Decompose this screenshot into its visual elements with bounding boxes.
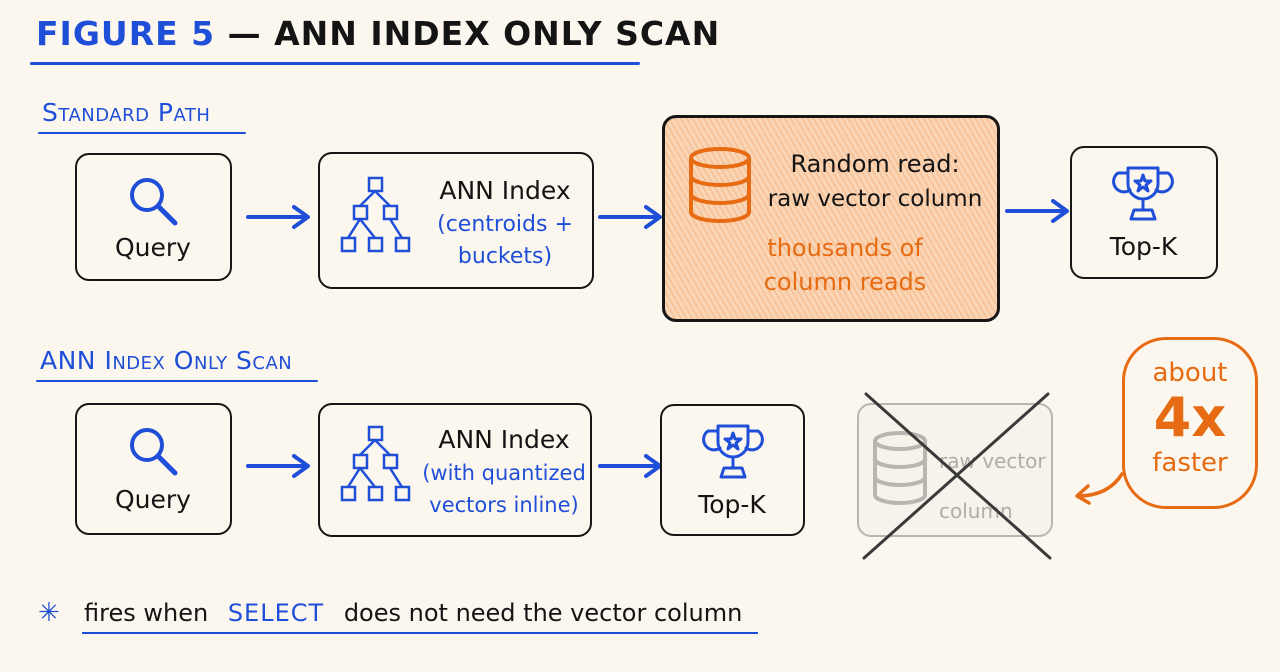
query-label: Query [115, 485, 191, 514]
footer-note: fires when SELECT does not need the vect… [84, 599, 742, 627]
arrow-icon [1005, 199, 1075, 223]
query-box-index-only: Query [75, 403, 232, 535]
footer-post: does not need the vector column [343, 599, 743, 627]
ann-index-sub-2: buckets) [457, 244, 553, 269]
footer-keyword: SELECT [227, 599, 325, 627]
arrow-icon [598, 205, 668, 229]
badge-big: 4x [1153, 386, 1227, 449]
arrow-icon [246, 454, 316, 478]
ann-index-box-standard: ANN Index (centroids + buckets) [318, 152, 594, 289]
badge-line-2: faster [1152, 448, 1228, 478]
footer-pre: fires when [84, 599, 209, 627]
tree-icon [340, 425, 412, 507]
footer-star-icon: ✳ [38, 598, 60, 628]
random-read-note-2: column reads [763, 268, 927, 296]
search-icon [125, 173, 183, 231]
topk-label: Top-K [698, 490, 766, 519]
ann-index-box-index-only: ANN Index (with quantized vectors inline… [318, 403, 592, 537]
arrow-icon [246, 205, 316, 229]
ann-index-sub-2: vectors inline) [429, 493, 579, 517]
query-box-standard: Query [75, 153, 232, 281]
topk-box-index-only: Top-K [660, 404, 805, 536]
random-read-note-1: thousands of [767, 234, 923, 262]
speedup-badge: about 4x faster [1122, 337, 1258, 509]
section-underline-standard [38, 132, 246, 134]
tree-icon [340, 176, 412, 258]
section-underline-index-only [36, 380, 318, 382]
section-label-standard: Standard Path [42, 98, 211, 127]
title-underline [30, 62, 640, 65]
trophy-icon [702, 422, 764, 482]
topk-box-standard: Top-K [1070, 146, 1218, 279]
ann-index-sub-1: (centroids + [437, 212, 573, 237]
skipped-vector-read-box: raw vector column [857, 403, 1053, 537]
database-icon [871, 429, 929, 507]
random-read-line-2: raw vector column [767, 186, 983, 212]
badge-line-1: about [1152, 358, 1228, 388]
trophy-icon [1112, 164, 1174, 224]
ann-index-title: ANN Index [439, 176, 571, 205]
database-icon [687, 146, 753, 224]
footer-underline [82, 632, 758, 634]
ann-index-title: ANN Index [438, 425, 570, 454]
cross-icon [860, 390, 1056, 566]
random-read-line-1: Random read: [790, 150, 960, 178]
ann-index-sub-1: (with quantized [422, 461, 586, 485]
section-label-index-only: ANN Index Only Scan [40, 346, 293, 375]
topk-label: Top-K [1109, 232, 1178, 261]
figure-title: FIGURE 5 — ANN INDEX ONLY SCAN [36, 14, 720, 53]
arrow-icon [598, 454, 668, 478]
figure-number: FIGURE 5 [36, 14, 216, 53]
skipped-line-2: column [939, 499, 1013, 523]
random-read-box: Random read: raw vector column thousands… [662, 115, 1000, 322]
query-label: Query [115, 233, 191, 262]
curved-arrow-icon [1072, 470, 1126, 510]
skipped-line-1: raw vector [939, 449, 1046, 473]
search-icon [125, 423, 183, 481]
figure-title-text: — ANN INDEX ONLY SCAN [227, 14, 721, 53]
